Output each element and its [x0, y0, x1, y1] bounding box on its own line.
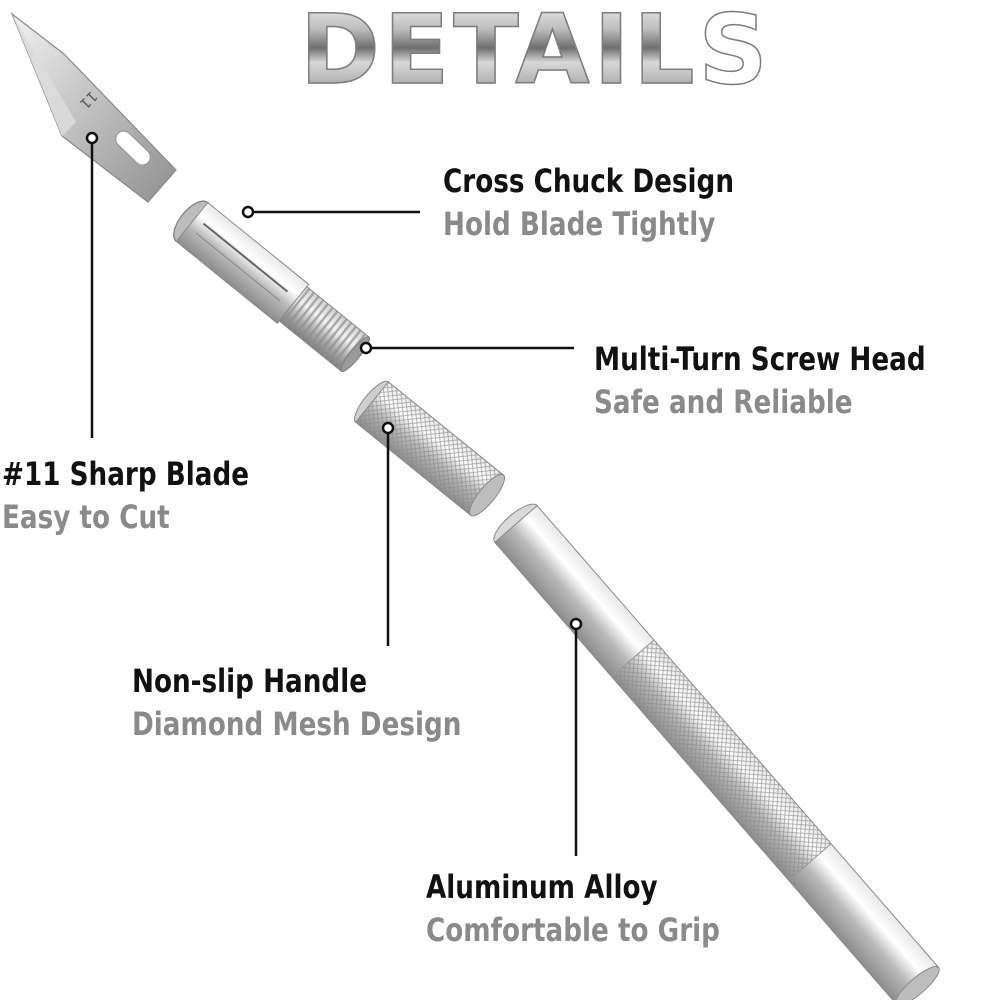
callout-non-slip-handle: Non-slip Handle Diamond Mesh Design [132, 660, 534, 746]
knurled-collar [353, 380, 506, 517]
callout-screw-head: Multi-Turn Screw Head Safe and Reliable [594, 338, 998, 424]
callout-title: #11 Sharp Blade [2, 455, 250, 493]
handle [493, 503, 940, 1000]
callout-sharp-blade: #11 Sharp Blade Easy to Cut [2, 453, 303, 539]
callout-subtitle: Safe and Reliable [594, 383, 853, 421]
chuck [173, 200, 371, 373]
callout-cross-chuck: Cross Chuck Design Hold Blade Tightly [443, 160, 798, 246]
callout-subtitle: Easy to Cut [2, 498, 170, 536]
page-title: DETAILS [299, 0, 772, 106]
callout-title: Aluminum Alloy [426, 868, 658, 906]
callout-subtitle: Diamond Mesh Design [132, 705, 462, 743]
callout-subtitle: Comfortable to Grip [426, 911, 720, 949]
callout-aluminum-alloy: Aluminum Alloy Comfortable to Grip [426, 866, 784, 952]
blade: 11 [10, 12, 177, 203]
callout-title: Non-slip Handle [132, 662, 368, 700]
callout-title: Multi-Turn Screw Head [594, 340, 926, 378]
callout-title: Cross Chuck Design [443, 162, 735, 200]
leader-lines [85, 131, 583, 856]
callout-subtitle: Hold Blade Tightly [443, 205, 716, 243]
